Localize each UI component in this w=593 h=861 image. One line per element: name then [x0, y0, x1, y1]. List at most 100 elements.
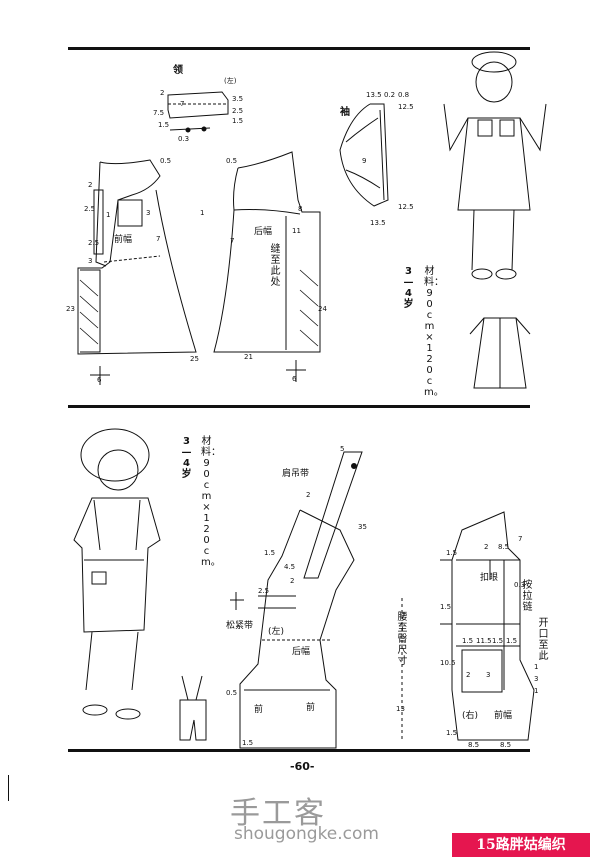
right-num: 11.5: [476, 637, 492, 645]
main-back-label: 后幅: [292, 647, 311, 657]
collar-title: 领: [173, 65, 183, 76]
dress-back-view: [473, 317, 527, 389]
collar-num: 1.5: [158, 121, 170, 129]
strap-num: 2.5: [258, 587, 270, 595]
main-num: 1.5: [242, 739, 254, 747]
back-num: 8: [298, 205, 303, 213]
sleeve-num: 12.5: [398, 203, 414, 211]
dress-girl-body: [457, 117, 531, 211]
opening-label: 开口至此: [538, 618, 549, 662]
right-num: 3: [534, 675, 539, 683]
strap-num: 5: [340, 445, 345, 453]
right-num: 7: [518, 535, 523, 543]
right-num: 1.5: [462, 637, 474, 645]
front-num: 3: [88, 257, 93, 265]
strap-num: 4.5: [284, 563, 296, 571]
zipper-label: 按拉链: [522, 580, 533, 613]
right-num: 1: [534, 663, 539, 671]
front-num: 25: [190, 355, 199, 363]
front-num: 2: [88, 181, 93, 189]
back-num: 7: [230, 237, 235, 245]
right-front-label: 前幅: [494, 711, 513, 721]
back-piece-outline: [213, 151, 321, 353]
watermark-logo-text: 手工客: [230, 796, 326, 831]
strap-num: 1.5: [264, 549, 276, 557]
front-num: 3: [146, 209, 151, 217]
waist-label: 腰至臀尺寸: [397, 612, 408, 667]
collar-num: 3.5: [232, 95, 244, 103]
right-num: 10.5: [440, 659, 456, 667]
back-num: 1: [200, 209, 205, 217]
back-label: 后幅: [254, 227, 273, 237]
front-num: 2.5: [84, 205, 96, 213]
elastic-label: 松紧带: [226, 621, 254, 631]
right-num: 8.5: [468, 741, 480, 749]
back-sew-note: 缝至此处: [270, 244, 281, 288]
back-num: 21: [244, 353, 253, 361]
strap-num: 2: [306, 491, 311, 499]
front-label: 前幅: [114, 235, 133, 245]
collar-side: (左): [224, 77, 237, 85]
sleeve-num: 0.2: [384, 91, 396, 99]
main-num: 0.5: [226, 689, 238, 697]
main-left-label: (左): [268, 627, 285, 637]
right-num: 1.5: [440, 603, 452, 611]
middle-rule: [68, 405, 530, 408]
right-num: 1.5: [446, 549, 458, 557]
buttonhole-label: 扣眼: [480, 573, 499, 583]
back-num: 11: [292, 227, 301, 235]
strap-label: 肩吊带: [282, 469, 310, 479]
front-num: 23: [66, 305, 75, 313]
overalls-main-piece: [239, 509, 355, 749]
front-placket: [93, 189, 104, 255]
sleeve-num: 9: [362, 157, 367, 165]
front-num: 6: [97, 376, 102, 384]
overalls-boy-hair: [80, 428, 150, 482]
top-rule: [68, 47, 530, 50]
brand-badge: 15路胖姑编织: [452, 833, 590, 857]
sleeve-piece: [339, 103, 389, 207]
overalls-boy-body: [73, 497, 161, 633]
right-num: 2: [466, 671, 471, 679]
collar-num: 7.5: [153, 109, 165, 117]
sleeve-title: 袖: [340, 107, 350, 118]
collar-num: 7: [180, 100, 185, 108]
right-num: 0.3: [514, 581, 526, 589]
right-num: 8.5: [500, 741, 512, 749]
collar-piece: [167, 91, 229, 119]
bottom-rule: [68, 749, 530, 752]
strap-num: 2: [290, 577, 295, 585]
top-material: 材料：90cm×120cm。: [424, 266, 444, 398]
collar-num: 2: [160, 89, 165, 97]
right-num: 1: [534, 687, 539, 695]
main-front-label: 前: [254, 705, 264, 715]
waist-num: 13: [396, 705, 405, 713]
overalls-right-piece: [451, 511, 535, 741]
sleeve-num: 0.8: [398, 91, 410, 99]
dress-girl-hat: [471, 51, 517, 73]
right-num: 3: [486, 671, 491, 679]
bottom-age: 3—4岁: [181, 436, 192, 480]
overalls-back-view: [179, 675, 207, 741]
top-age: 3—4岁: [403, 266, 414, 310]
right-num: 1.5: [492, 637, 504, 645]
front-num: 0.5: [160, 157, 172, 165]
right-side-label: (右): [462, 711, 479, 721]
watermark-url: shougongke.com: [234, 824, 379, 844]
page-number: -60-: [290, 760, 315, 773]
margin-mark: [8, 775, 9, 801]
right-num: 2: [484, 543, 489, 551]
back-num: 6: [292, 375, 297, 383]
front-pocket: [117, 199, 143, 227]
sleeve-num: 13.5: [366, 91, 382, 99]
front-num: 7: [156, 235, 161, 243]
front-piece-outline: [77, 159, 197, 355]
collar-num: 2.5: [232, 107, 244, 115]
collar-num: 0.3: [178, 135, 190, 143]
back-num: 0.5: [226, 157, 238, 165]
sleeve-num: 12.5: [398, 103, 414, 111]
main-front-label-2: 前: [306, 703, 316, 713]
strap-piece: [303, 451, 363, 579]
front-num: 2.5: [88, 239, 100, 247]
